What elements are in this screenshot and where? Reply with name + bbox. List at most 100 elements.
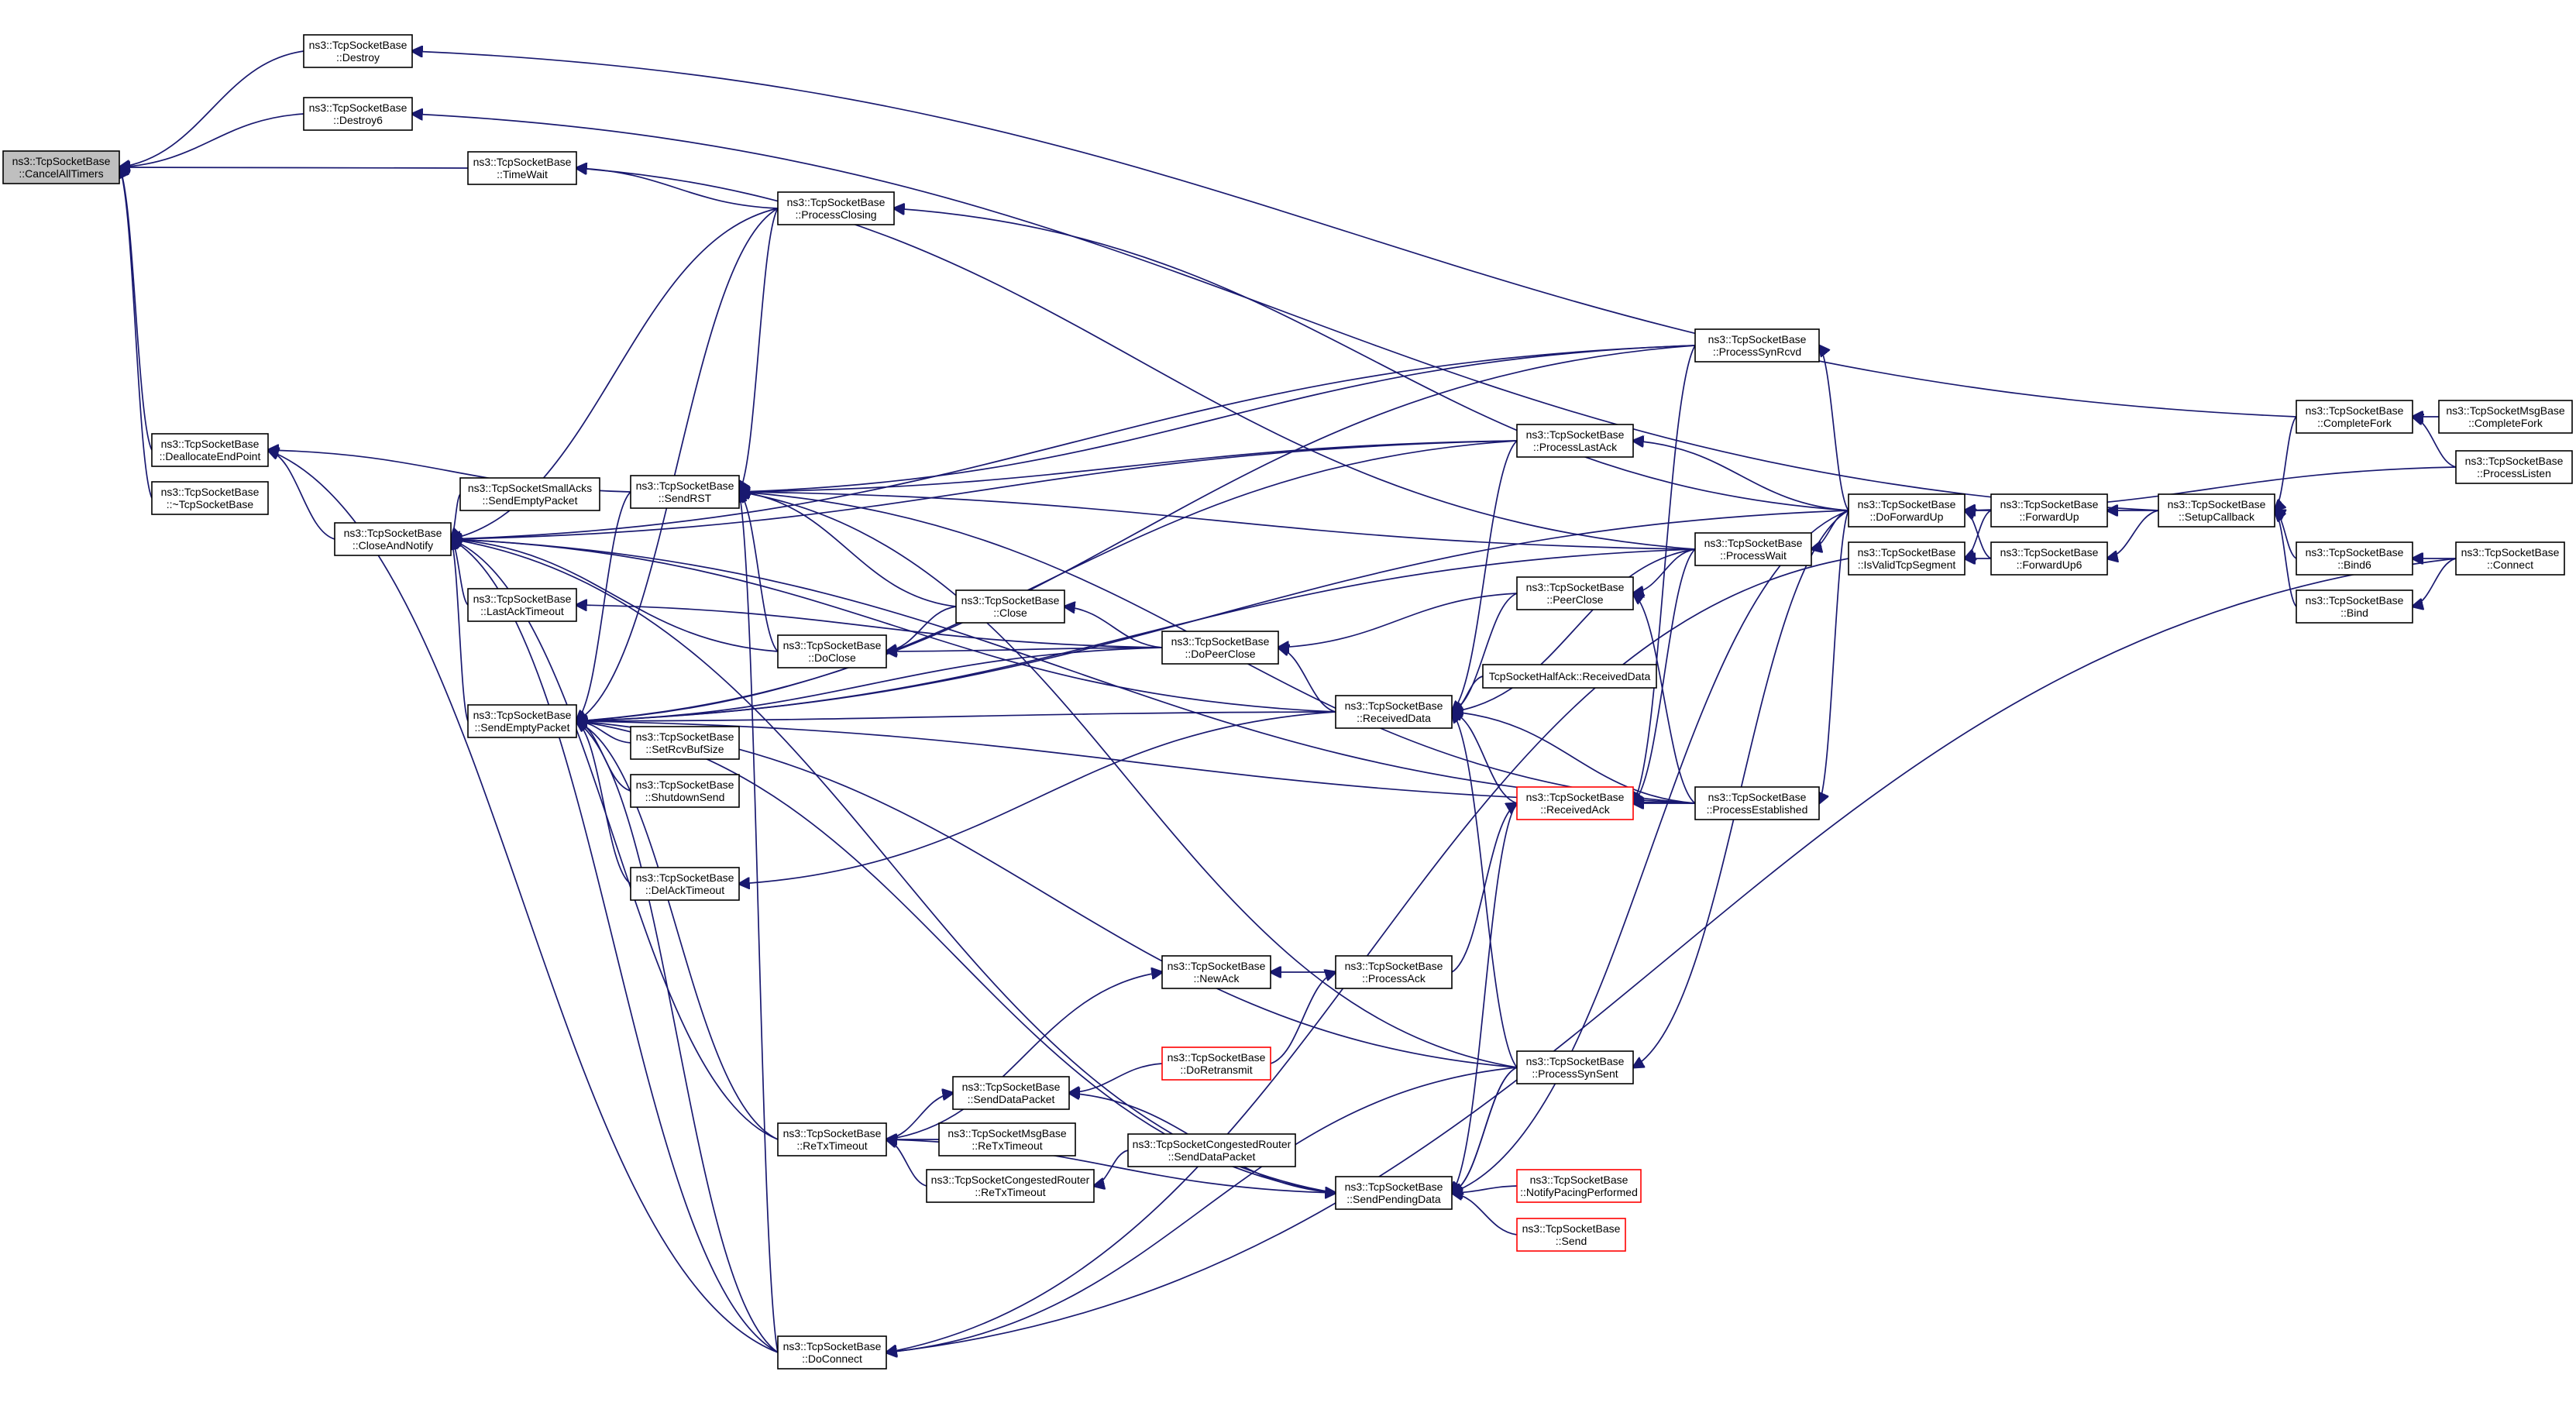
node-cong-re-tx-timeout[interactable]: ns3::TcpSocketCongestedRouter::ReTxTimeo… — [926, 1169, 1095, 1203]
node-received-data[interactable]: ns3::TcpSocketBase::ReceivedData — [1335, 695, 1453, 729]
node-box[interactable] — [630, 867, 740, 901]
node-cong-send-data-packet[interactable]: ns3::TcpSocketCongestedRouter::SendDataP… — [1127, 1133, 1296, 1167]
node-box[interactable] — [630, 774, 740, 808]
node-setup-callback[interactable]: ns3::TcpSocketBase::SetupCallback — [2158, 493, 2275, 528]
node-box[interactable] — [151, 481, 269, 515]
node-del-ack-timeout[interactable]: ns3::TcpSocketBase::DelAckTimeout — [630, 867, 740, 901]
node-shutdown-send[interactable]: ns3::TcpSocketBase::ShutdownSend — [630, 774, 740, 808]
node-send-empty-packet[interactable]: ns3::TcpSocketBase::SendEmptyPacket — [467, 704, 577, 738]
node-process-listen[interactable]: ns3::TcpSocketBase::ProcessListen — [2455, 450, 2573, 484]
node-half-ack-received-data[interactable]: TcpSocketHalfAck::ReceivedData — [1482, 664, 1657, 689]
node-msg-re-tx-timeout[interactable]: ns3::TcpSocketMsgBase::ReTxTimeout — [938, 1122, 1076, 1157]
node-box[interactable] — [467, 151, 577, 185]
node-received-ack[interactable]: ns3::TcpSocketBase::ReceivedAck — [1516, 786, 1634, 820]
node-new-ack[interactable]: ns3::TcpSocketBase::NewAck — [1161, 955, 1271, 989]
node-box[interactable] — [1694, 532, 1812, 566]
node-box[interactable] — [2, 150, 120, 184]
node-box[interactable] — [1161, 955, 1271, 989]
node-cancel-all-timers[interactable]: ns3::TcpSocketBase::CancelAllTimers — [2, 150, 120, 184]
node-box[interactable] — [1516, 1050, 1634, 1084]
node-box[interactable] — [1127, 1133, 1296, 1167]
node-send-pending-data[interactable]: ns3::TcpSocketBase::SendPendingData — [1335, 1176, 1453, 1210]
node-process-wait[interactable]: ns3::TcpSocketBase::ProcessWait — [1694, 532, 1812, 566]
node-notify-pacing-performed[interactable]: ns3::TcpSocketBase::NotifyPacingPerforme… — [1516, 1169, 1642, 1203]
node-box[interactable] — [2455, 450, 2573, 484]
node-close[interactable]: ns3::TcpSocketBase::Close — [955, 589, 1065, 624]
node-box[interactable] — [2158, 493, 2275, 528]
node-do-retransmit[interactable]: ns3::TcpSocketBase::DoRetransmit — [1161, 1047, 1271, 1081]
node-box[interactable] — [303, 34, 413, 68]
node-forward-up6[interactable]: ns3::TcpSocketBase::ForwardUp6 — [1990, 541, 2108, 576]
node-peer-close[interactable]: ns3::TcpSocketBase::PeerClose — [1516, 576, 1634, 610]
node-box[interactable] — [952, 1076, 1070, 1110]
node-box[interactable] — [1990, 541, 2108, 576]
node-process-closing[interactable]: ns3::TcpSocketBase::ProcessClosing — [777, 191, 895, 225]
node-dtor[interactable]: ns3::TcpSocketBase::~TcpSocketBase — [151, 481, 269, 515]
node-box[interactable] — [955, 589, 1065, 624]
node-send[interactable]: ns3::TcpSocketBase::Send — [1516, 1218, 1626, 1252]
node-do-peer-close[interactable]: ns3::TcpSocketBase::DoPeerClose — [1161, 631, 1279, 665]
node-is-valid-tcp-segment[interactable]: ns3::TcpSocketBase::IsValidTcpSegment — [1848, 541, 1966, 576]
node-box[interactable] — [1516, 786, 1634, 820]
node-destroy[interactable]: ns3::TcpSocketBase::Destroy — [303, 34, 413, 68]
node-process-syn-rcvd[interactable]: ns3::TcpSocketBase::ProcessSynRcvd — [1694, 328, 1820, 363]
node-time-wait[interactable]: ns3::TcpSocketBase::TimeWait — [467, 151, 577, 185]
node-box[interactable] — [938, 1122, 1076, 1157]
node-box[interactable] — [1482, 664, 1657, 689]
node-box[interactable] — [630, 726, 740, 760]
node-box[interactable] — [1161, 631, 1279, 665]
node-box[interactable] — [777, 1122, 887, 1157]
node-box[interactable] — [630, 475, 740, 509]
node-complete-fork[interactable]: ns3::TcpSocketBase::CompleteFork — [2296, 400, 2413, 434]
node-process-established[interactable]: ns3::TcpSocketBase::ProcessEstablished — [1694, 786, 1820, 820]
node-process-last-ack[interactable]: ns3::TcpSocketBase::ProcessLastAck — [1516, 424, 1634, 458]
node-small-acks-send-empty[interactable]: ns3::TcpSocketSmallAcks::SendEmptyPacket — [459, 477, 600, 511]
node-do-close[interactable]: ns3::TcpSocketBase::DoClose — [777, 634, 887, 668]
node-set-rcv-buf-size[interactable]: ns3::TcpSocketBase::SetRcvBufSize — [630, 726, 740, 760]
node-box[interactable] — [777, 1335, 887, 1370]
node-box[interactable] — [1516, 424, 1634, 458]
node-box[interactable] — [1848, 493, 1966, 528]
node-box[interactable] — [1848, 541, 1966, 576]
node-box[interactable] — [1335, 695, 1453, 729]
node-box[interactable] — [1990, 493, 2108, 528]
node-process-ack[interactable]: ns3::TcpSocketBase::ProcessAck — [1335, 955, 1453, 989]
node-process-syn-sent[interactable]: ns3::TcpSocketBase::ProcessSynSent — [1516, 1050, 1634, 1084]
node-box[interactable] — [1516, 1169, 1642, 1203]
node-destroy6[interactable]: ns3::TcpSocketBase::Destroy6 — [303, 97, 413, 131]
node-re-tx-timeout[interactable]: ns3::TcpSocketBase::ReTxTimeout — [777, 1122, 887, 1157]
node-box[interactable] — [467, 588, 577, 622]
node-box[interactable] — [151, 433, 269, 467]
node-box[interactable] — [777, 634, 887, 668]
node-box[interactable] — [1694, 786, 1820, 820]
node-forward-up[interactable]: ns3::TcpSocketBase::ForwardUp — [1990, 493, 2108, 528]
node-bind[interactable]: ns3::TcpSocketBase::Bind — [2296, 589, 2413, 624]
node-box[interactable] — [1335, 1176, 1453, 1210]
node-msg-complete-fork[interactable]: ns3::TcpSocketMsgBase::CompleteFork — [2438, 400, 2573, 434]
node-box[interactable] — [2296, 400, 2413, 434]
node-box[interactable] — [2296, 589, 2413, 624]
node-box[interactable] — [1516, 1218, 1626, 1252]
node-box[interactable] — [334, 522, 452, 556]
node-box[interactable] — [926, 1169, 1095, 1203]
node-box[interactable] — [2296, 541, 2413, 576]
node-box[interactable] — [1335, 955, 1453, 989]
node-close-and-notify[interactable]: ns3::TcpSocketBase::CloseAndNotify — [334, 522, 452, 556]
node-box[interactable] — [303, 97, 413, 131]
node-box[interactable] — [777, 191, 895, 225]
node-bind6[interactable]: ns3::TcpSocketBase::Bind6 — [2296, 541, 2413, 576]
node-connect[interactable]: ns3::TcpSocketBase::Connect — [2455, 541, 2565, 576]
node-box[interactable] — [467, 704, 577, 738]
node-do-forward-up[interactable]: ns3::TcpSocketBase::DoForwardUp — [1848, 493, 1966, 528]
node-box[interactable] — [1694, 328, 1820, 363]
node-box[interactable] — [2438, 400, 2573, 434]
node-box[interactable] — [2455, 541, 2565, 576]
node-box[interactable] — [1516, 576, 1634, 610]
node-send-rst[interactable]: ns3::TcpSocketBase::SendRST — [630, 475, 740, 509]
node-box[interactable] — [459, 477, 600, 511]
node-last-ack-timeout[interactable]: ns3::TcpSocketBase::LastAckTimeout — [467, 588, 577, 622]
node-send-data-packet[interactable]: ns3::TcpSocketBase::SendDataPacket — [952, 1076, 1070, 1110]
node-deallocate-end-point[interactable]: ns3::TcpSocketBase::DeallocateEndPoint — [151, 433, 269, 467]
node-box[interactable] — [1161, 1047, 1271, 1081]
node-do-connect[interactable]: ns3::TcpSocketBase::DoConnect — [777, 1335, 887, 1370]
